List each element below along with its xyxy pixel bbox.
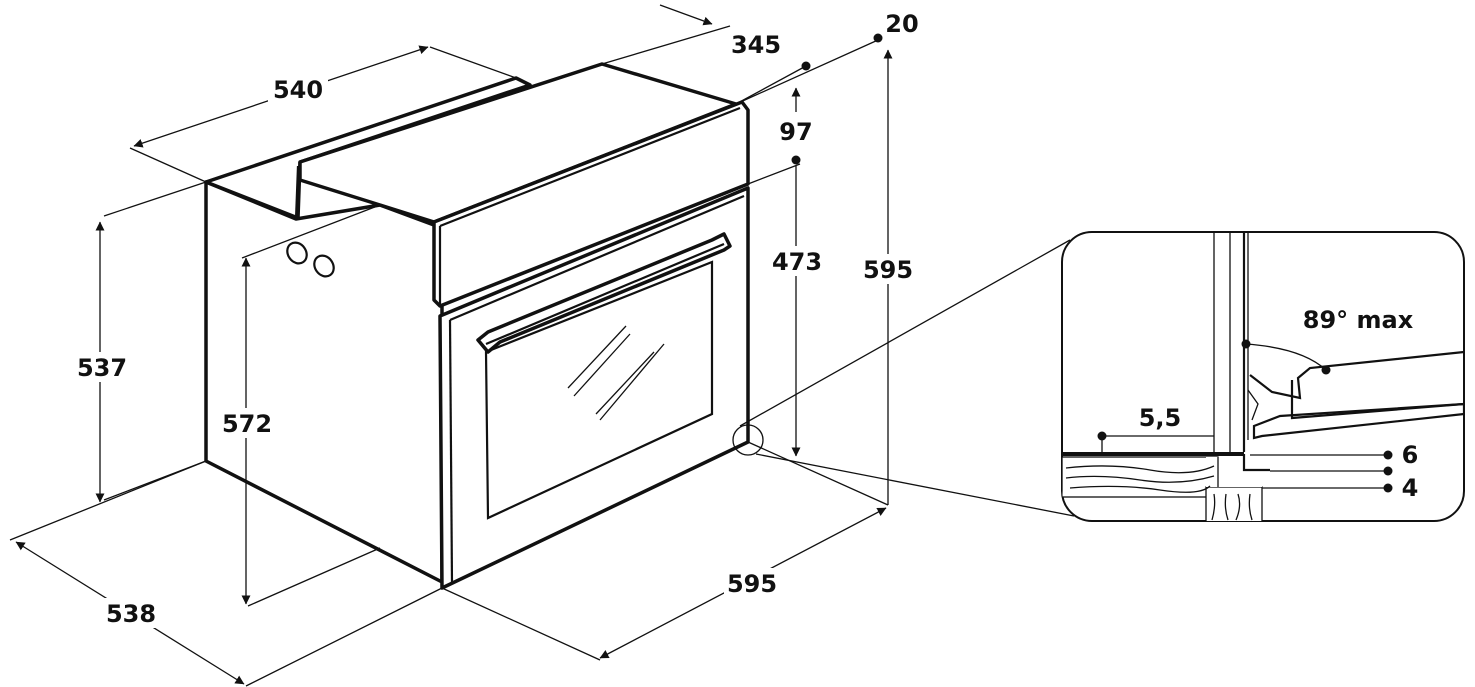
dim-line-panel-depth xyxy=(659,4,713,26)
notch-edge xyxy=(294,165,300,220)
zoom-connector-top xyxy=(739,239,1071,427)
door-handle xyxy=(476,232,732,354)
label-front-width: 595 xyxy=(727,570,777,598)
door-window xyxy=(484,260,714,520)
handle-edge xyxy=(485,242,725,346)
label-door-height: 473 xyxy=(772,248,822,276)
zoom-connector-bottom xyxy=(755,453,1075,517)
dot-97 xyxy=(791,155,801,165)
label-door-angle: 89° max xyxy=(1303,306,1414,334)
label-opening-height: 572 xyxy=(222,410,272,438)
detail-frame xyxy=(1061,231,1465,522)
glass-glare-4 xyxy=(599,343,665,421)
dot-345 xyxy=(801,61,811,71)
oven-left-side xyxy=(204,180,444,584)
glass-glare-2 xyxy=(573,333,631,397)
vent-hole-1 xyxy=(286,241,308,265)
dot-20 xyxy=(873,33,883,43)
label-step-top: 6 xyxy=(1402,441,1419,469)
label-step-bottom: 4 xyxy=(1402,474,1419,502)
zoom-circle xyxy=(732,424,764,456)
label-overall-height: 595 xyxy=(863,256,913,284)
detail-inset: 89° max 5,5 6 4 xyxy=(1061,231,1465,522)
dim-line-345-lead xyxy=(735,65,807,105)
glass-glare-1 xyxy=(567,325,627,389)
oven-body xyxy=(204,62,750,590)
label-panel-depth: 345 xyxy=(731,31,781,59)
label-panel-height: 97 xyxy=(779,118,812,146)
label-gap: 5,5 xyxy=(1139,404,1182,432)
label-panel-offset: 20 xyxy=(885,10,918,38)
door-inner-left xyxy=(448,319,454,585)
label-top-width: 540 xyxy=(273,76,323,104)
dimension-labels: 540 345 20 97 473 595 537 572 538 595 xyxy=(76,10,919,628)
vent-hole-2 xyxy=(313,254,335,278)
glass-glare-3 xyxy=(595,351,655,415)
label-body-height: 537 xyxy=(77,354,127,382)
door-inner-top xyxy=(449,194,745,322)
label-body-depth: 538 xyxy=(106,600,156,628)
panel-top-edge xyxy=(439,106,741,228)
